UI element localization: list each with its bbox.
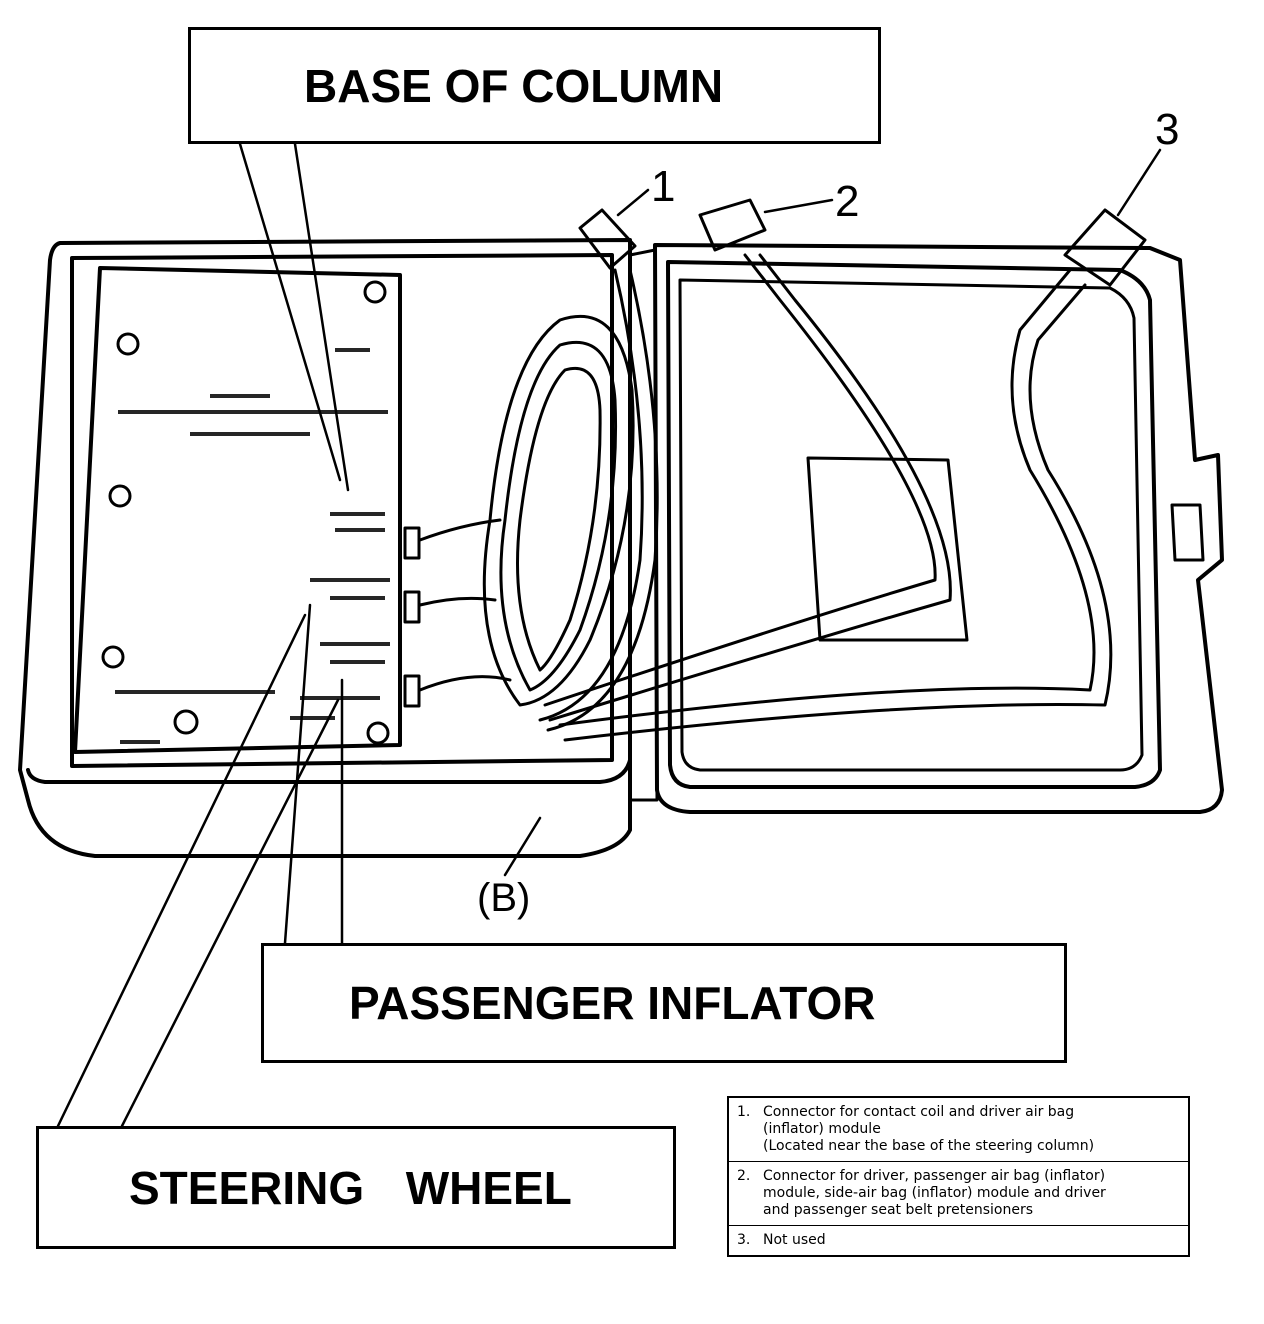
leader-connector-1 <box>616 188 650 217</box>
coiled-cable <box>482 314 635 707</box>
connector-3-body <box>1063 208 1147 287</box>
cable-connector-2 <box>543 253 937 707</box>
legend-text: Not used <box>755 1225 1190 1257</box>
legend-line: Connector for driver, passenger air bag … <box>763 1168 1106 1184</box>
panel-port <box>403 590 421 624</box>
screw-hole <box>101 645 125 669</box>
leader-passenger-inflator <box>283 603 312 945</box>
panel-port <box>403 674 421 708</box>
case-right-inner-2 <box>678 278 1144 772</box>
tester-panel <box>73 266 402 754</box>
connector-3-number: 3 <box>1155 105 1180 154</box>
case-right-inner <box>666 260 1162 789</box>
case-label-b: (B) <box>477 876 531 920</box>
leader-base-of-column <box>293 142 350 492</box>
case-latch <box>1170 503 1205 562</box>
connector-2-number: 2 <box>835 177 860 226</box>
leader-steering-wheel <box>56 613 307 1128</box>
cable-connector-3 <box>558 268 1096 727</box>
callout-passenger-inflator: PASSENGER INFLATOR <box>261 943 1067 1063</box>
leader-base-of-column <box>238 142 342 482</box>
legend-row: 3. Not used <box>727 1225 1190 1257</box>
legend-line: (Located near the base of the steering c… <box>763 1138 1095 1154</box>
legend-row: 1. Connector for contact coil and driver… <box>727 1096 1190 1162</box>
connector-2-body <box>698 198 767 252</box>
lid-plate <box>806 456 969 642</box>
legend-number: 1. <box>727 1096 755 1162</box>
panel-printing <box>115 348 390 744</box>
panel-knob <box>173 709 199 735</box>
connector-1-number: 1 <box>651 162 676 211</box>
legend-line: Not used <box>763 1232 826 1248</box>
callout-steering-wheel-text: STEERING WHEEL <box>129 1161 572 1214</box>
legend-text: Connector for contact coil and driver ai… <box>755 1096 1190 1162</box>
screw-hole <box>116 332 140 356</box>
panel-port <box>403 526 421 560</box>
legend-line: and passenger seat belt pretensioners <box>763 1202 1033 1218</box>
screw-hole <box>108 484 132 508</box>
screw-hole <box>366 721 390 745</box>
case-left-rim <box>26 758 632 784</box>
cable-connector-1 <box>538 268 644 722</box>
legend-number: 3. <box>727 1225 755 1257</box>
callout-base-of-column: BASE OF COLUMN <box>188 27 881 144</box>
callout-steering-wheel: STEERING WHEEL <box>36 1126 676 1249</box>
leader-b <box>503 816 542 877</box>
legend-line: Connector for contact coil and driver ai… <box>763 1104 1075 1120</box>
leader-connector-3 <box>1116 148 1162 217</box>
legend-line: module, side-air bag (inflator) module a… <box>763 1185 1106 1201</box>
leader-connector-2 <box>763 198 834 214</box>
legend-text: Connector for driver, passenger air bag … <box>755 1161 1190 1226</box>
case-left-outer <box>18 238 632 858</box>
legend-line: (inflator) module <box>763 1121 881 1137</box>
connector-legend-table: 1. Connector for contact coil and driver… <box>727 1096 1190 1257</box>
legend-row: 2. Connector for driver, passenger air b… <box>727 1161 1190 1226</box>
case-left-inner <box>70 253 614 768</box>
case-right-outer <box>653 243 1224 814</box>
leader-steering-wheel <box>120 698 340 1128</box>
connector-1-body <box>578 208 637 270</box>
screw-hole <box>363 280 387 304</box>
legend-number: 2. <box>727 1161 755 1226</box>
